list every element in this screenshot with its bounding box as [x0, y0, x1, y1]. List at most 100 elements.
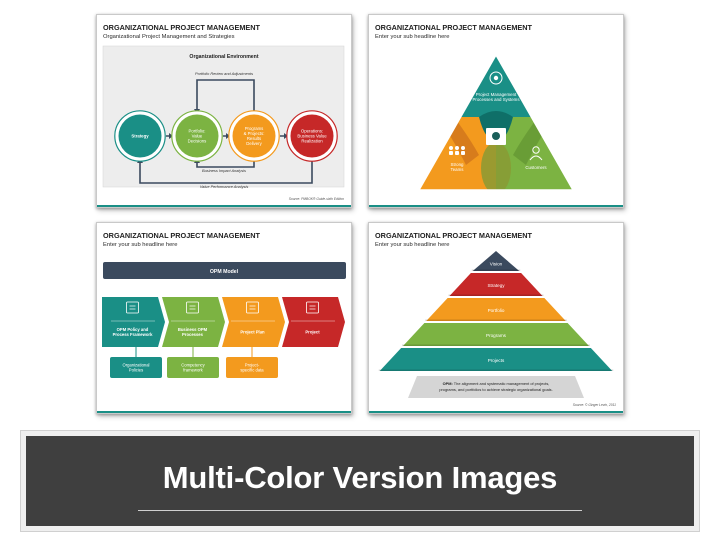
banner-title: Multi-Color Version Images [162, 460, 558, 495]
sub-box-label: Organizational [122, 362, 149, 367]
sub-box-label: Project- [245, 362, 260, 367]
slide-title: ORGANIZATIONAL PROJECT MANAGEMENT [103, 23, 261, 32]
sub-box-label: Competency [181, 362, 205, 367]
opm-definition-text: OPM: The alignment and systematic manage… [443, 381, 550, 386]
team-icon [449, 151, 453, 155]
chevron-label: OPM Policy and [117, 327, 149, 332]
pyramid-level-label: Projects [488, 358, 505, 363]
pyramid-level-label: Portfolio [488, 308, 505, 313]
process-circle [118, 114, 162, 158]
venn-label-top: Project Management [476, 92, 517, 97]
team-icon [449, 146, 453, 150]
process-circle-label: Operations: [301, 128, 323, 133]
chevron-label: Project Plan [240, 329, 265, 334]
slide-subtitle: Enter your sub headline here [375, 34, 450, 40]
arrow-head [284, 133, 288, 139]
sub-box-label: framework [183, 367, 203, 372]
policy-icon [126, 301, 139, 314]
venn-group [419, 55, 573, 190]
opm-definition-rest: The alignment and systematic management … [453, 381, 550, 386]
loop-connector-top [196, 79, 255, 112]
customer-icon [529, 155, 543, 161]
process-circle-label: Results [247, 136, 261, 141]
chevron-step [282, 297, 345, 347]
opm-model-header [103, 262, 346, 279]
opm-definition-base [408, 376, 584, 398]
slide-thumbnail-opm-model[interactable]: ORGANIZATIONAL PROJECT MANAGEMENT Enter … [96, 222, 352, 414]
venn-overlap-bottom [481, 142, 511, 190]
center-network-icon [492, 132, 500, 140]
slide-subtitle: Organizational Project Management and St… [103, 34, 235, 40]
process-system-icon [489, 71, 503, 85]
slide-subtitle: Enter your sub headline here [375, 242, 450, 248]
loop-connector-middle [196, 160, 255, 168]
process-circle [290, 114, 334, 158]
process-circle-label: Portfolio: [189, 128, 206, 133]
process-circle [232, 114, 276, 158]
pyramid-level-label: Strategy [487, 283, 505, 288]
team-icon [455, 146, 459, 150]
customer-icon [532, 146, 540, 154]
process-circle-label: Programs [245, 126, 264, 131]
pyramid-shadow [448, 294, 544, 296]
opm-definition-rest: programs, and portfolios to achieve stra… [439, 387, 552, 392]
slide-subtitle: Enter your sub headline here [103, 242, 178, 248]
sub-box [167, 357, 219, 378]
venn-label-top: Processes and Systems [472, 97, 520, 102]
pyramid-level-label: Programs [486, 333, 507, 338]
venn-overlap-left [447, 117, 479, 165]
banner-panel: Multi-Color Version Images [26, 436, 694, 526]
process-circle-label: Value [192, 134, 203, 139]
pyramid-level [449, 273, 543, 296]
sub-box [226, 357, 278, 378]
venn-label-left: Strong [451, 162, 464, 167]
team-icon [186, 301, 199, 314]
pyramid-level [426, 298, 566, 321]
chevron-step [102, 297, 165, 347]
slide-thumbnail-opm-strategies[interactable]: ORGANIZATIONAL PROJECT MANAGEMENT Organi… [96, 14, 352, 208]
chevron-label: Project [305, 329, 320, 334]
slide-title: ORGANIZATIONAL PROJECT MANAGEMENT [375, 23, 533, 32]
process-circle-label: Business Value [297, 134, 327, 139]
sub-box-label: Policies [129, 367, 143, 372]
plan-icon [246, 301, 259, 314]
banner: Multi-Color Version Images [20, 430, 700, 532]
chevron-label: Business OPM [178, 327, 208, 332]
source-note: Source: PMBOK® Guide-sixth Edition [288, 197, 344, 201]
triangle-outline [418, 54, 574, 191]
venn-segment-top [419, 55, 573, 117]
label-business-impact: Business Impact Analysis [202, 168, 246, 173]
source-note: Source: © Ginger Levin, 2011 [572, 403, 616, 407]
opm-model-label: OPM Model [210, 269, 239, 275]
team-icon [455, 151, 459, 155]
process-circle-label: & Projects: [244, 131, 265, 136]
slide-thumbnail-opm-pyramid[interactable]: ORGANIZATIONAL PROJECT MANAGEMENT Enter … [368, 222, 624, 414]
slide-thumbnail-opm-venn[interactable]: ORGANIZATIONAL PROJECT MANAGEMENT Enter … [368, 14, 624, 208]
pyramid-level [379, 348, 613, 371]
team-icon [461, 146, 465, 150]
process-circle-label: Strategy [131, 134, 149, 139]
loop-connector-bottom [139, 160, 313, 184]
chevron-step [162, 297, 225, 347]
opm-definition-bold: OPM: [443, 381, 453, 386]
document-icon [306, 301, 319, 314]
pyramid-level [472, 251, 520, 271]
banner-divider [138, 510, 582, 511]
slide-title: ORGANIZATIONAL PROJECT MANAGEMENT [103, 231, 261, 240]
sub-box [110, 357, 162, 378]
opm-definition-text: programs, and portfolios to achieve stra… [439, 387, 552, 392]
process-circle-label: Realization [301, 139, 323, 144]
arrow-head [226, 133, 230, 139]
venn-label-right: Customers [525, 165, 547, 170]
pyramid-level-label: Vision [490, 261, 503, 266]
pyramid-level [403, 323, 589, 346]
venn-overlap-right [513, 117, 545, 165]
pyramid-shadow [471, 269, 521, 271]
chevron-label: Processes [182, 332, 204, 337]
pyramid-shadow [402, 344, 590, 346]
sub-box-label: specific data [240, 367, 264, 372]
process-circle [175, 114, 219, 158]
process-system-icon [493, 75, 499, 81]
